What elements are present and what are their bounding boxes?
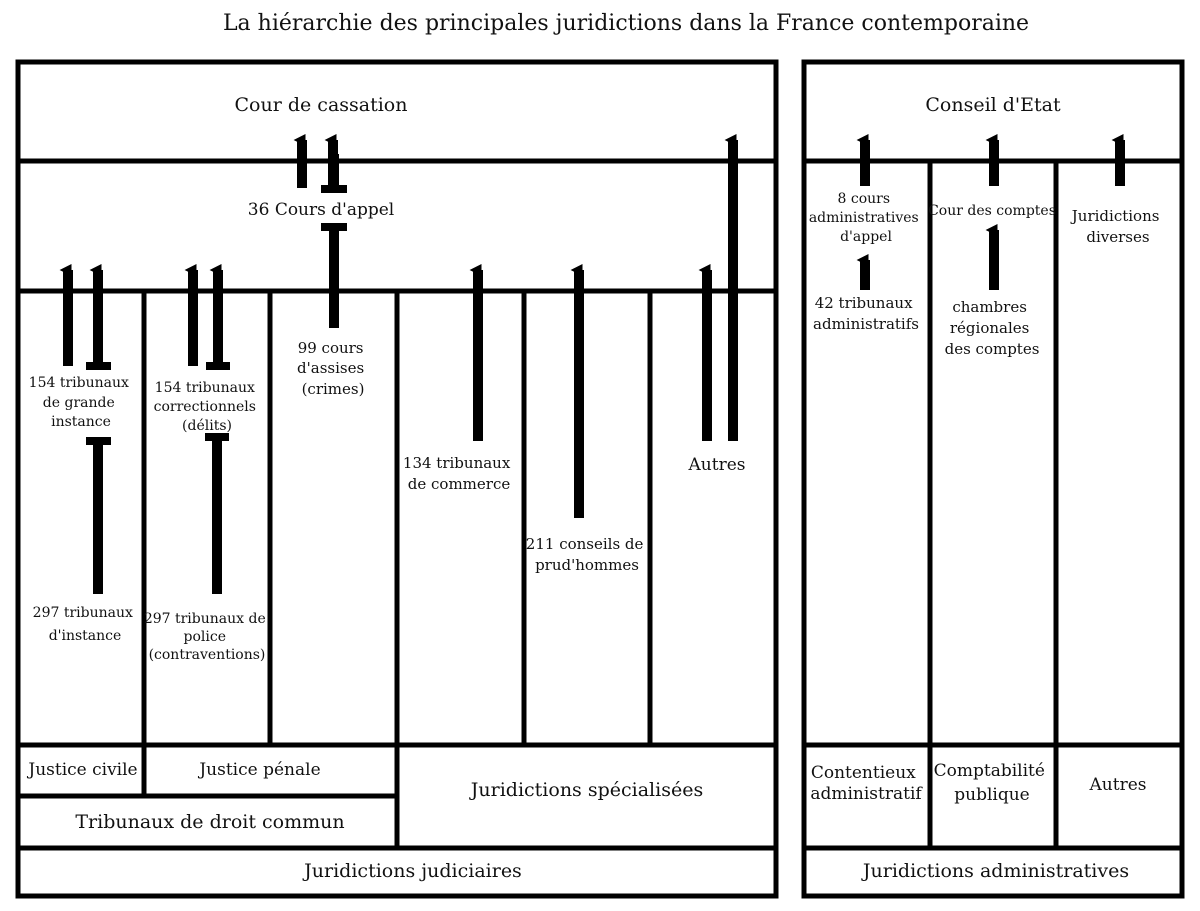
t-connectors: [86, 154, 347, 594]
label-tgi: 154 tribunaux de grande instance: [29, 375, 134, 430]
label-justice-penale: Justice pénale: [197, 760, 320, 780]
judicial-panel-border: [15, 59, 779, 899]
label-droit-commun: Tribunaux de droit commun: [75, 811, 344, 833]
diagram-title: La hiérarchie des principales juridictio…: [223, 11, 1029, 36]
label-ta: 42 tribunaux administratifs: [813, 294, 919, 333]
label-contentieux: Contentieux administratif: [810, 763, 923, 804]
label-conseil-etat: Conseil d'Etat: [925, 94, 1061, 116]
label-comptabilite: Comptabilité publique: [934, 761, 1051, 805]
label-assises: 99 cours d'assises (crimes): [297, 339, 369, 398]
administrative-panel-border: [801, 59, 1185, 899]
label-police: 297 tribunaux de police (contraventions): [144, 611, 270, 663]
label-cour-cassation: Cour de cassation: [235, 94, 408, 116]
label-autres-judiciaire: Autres: [688, 455, 746, 475]
label-prudhommes: 211 conseils de prud'hommes: [526, 535, 648, 574]
judicial-panel: [15, 59, 779, 899]
label-autres-admin: Autres: [1089, 775, 1147, 795]
label-commerce: 134 tribunaux de commerce: [403, 454, 515, 493]
label-justice-civile: Justice civile: [26, 760, 137, 780]
label-caa: 8 cours administratives d'appel: [809, 191, 923, 245]
label-crc: chambres régionales des comptes: [945, 298, 1040, 358]
label-ti: 297 tribunaux d'instance: [33, 605, 138, 644]
label-diverses: Juridictions diverses: [1070, 207, 1164, 246]
label-correctionnels: 154 tribunaux correctionnels (délits): [154, 380, 261, 434]
label-administrative-footer: Juridictions administratives: [861, 860, 1129, 882]
label-judicial-footer: Juridictions judiciaires: [302, 860, 522, 882]
label-specialisees: Juridictions spécialisées: [469, 779, 703, 801]
label-cour-comptes: Cour des comptes: [928, 203, 1056, 219]
label-cours-appel: 36 Cours d'appel: [248, 200, 394, 220]
